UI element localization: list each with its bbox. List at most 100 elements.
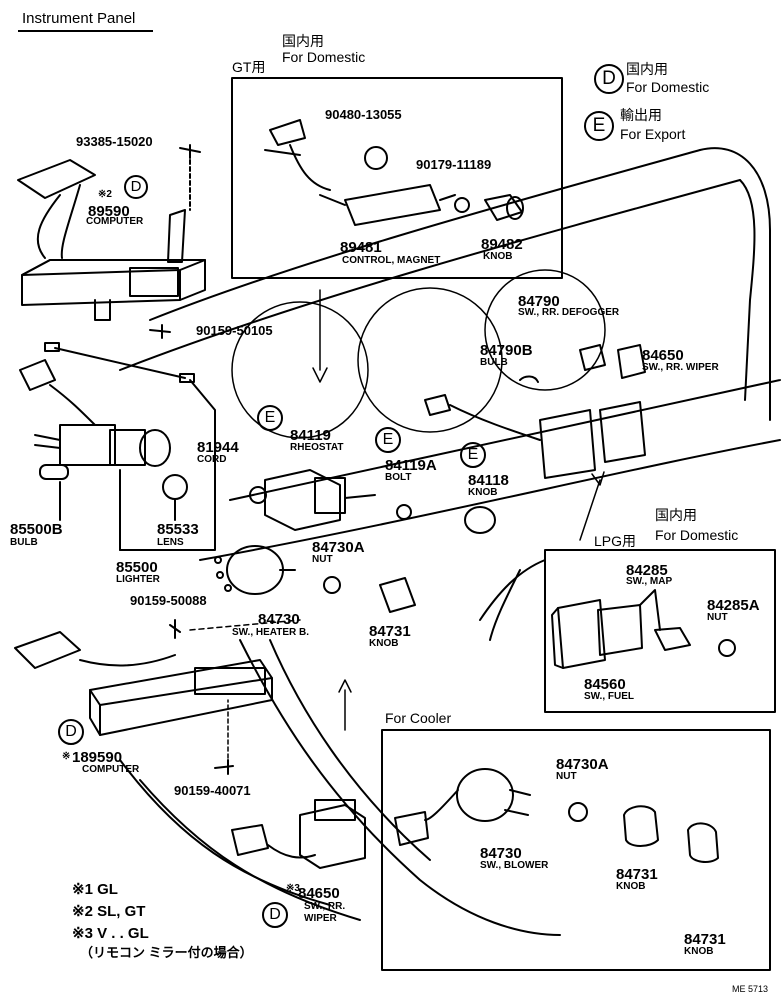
footnote-1: ※1 GL [72,881,118,898]
part-mark: ※2 [98,189,112,200]
part-desc: NUT [707,612,728,623]
part-desc: SW., RR. [304,901,346,912]
title-underline [18,30,153,32]
part-number: 84730A [556,756,609,773]
part-number: 85500 [116,559,158,576]
part-mark: ※3 [286,883,300,894]
rheostat-illustration [249,469,376,531]
part-desc: RHEOSTAT [290,442,344,453]
part-number: 93385-15020 [76,134,153,149]
legend-d-en: For Domestic [626,79,710,95]
screw-90159-50105 [149,324,171,339]
part-number: 84650 [298,885,340,902]
gt-inset-box [231,77,563,279]
lpg-tag: LPG用 [594,533,637,549]
part-number: 81944 [197,439,239,456]
part-desc: BULB [10,537,38,548]
screw-90159-40071 [214,759,234,775]
drawing-id: ME 5713 [732,984,769,994]
part-desc: SW., MAP [626,576,673,587]
part-desc: COMPUTER [86,216,144,227]
part-number: 85500B [10,521,63,538]
legend-d-badge: D [594,64,624,94]
legend-e-badge: E [584,111,614,141]
part-number: 84730A [312,539,365,556]
gt-tag: GT用 [232,59,266,75]
part-number: 84730 [480,845,522,862]
blower-switch-illustration [394,768,719,863]
nut-84730a [323,576,341,594]
rr-wiper-switch-lower [231,799,366,869]
part-number: 89482 [481,236,523,253]
footnote-3: ※3 V . . GL [72,925,149,942]
part-number: 84731 [369,623,411,640]
part-desc: LENS [157,537,184,548]
part-desc: NUT [556,771,577,782]
panel-outline [119,147,781,936]
gauge-outlines [231,269,606,439]
magnet-control-illustration [264,119,524,226]
marker-d-computer-top: D [124,175,148,199]
part-number: 84790B [480,342,533,359]
bolt-84119a [396,504,412,520]
part-mark: ※ [62,751,71,762]
part-desc: NUT [312,554,333,565]
marker-e-knob: E [460,442,486,468]
part-desc: SW., BLOWER [480,860,549,871]
part-desc: CORD [197,454,227,465]
marker-d-computer-lower: D [58,719,84,745]
part-number: 84731 [616,866,658,883]
part-desc-2: WIPER [304,913,337,924]
computer-lower-illustration [14,631,273,736]
screw-90159-50088 [169,619,181,639]
part-number: 89481 [340,239,382,256]
knob-84731 [379,577,416,613]
part-number: 84285 [626,562,668,579]
part-desc: KNOB [684,946,714,957]
lpg-en-label: For Domestic [655,527,739,543]
part-number: 84790 [518,293,560,310]
screw-93385 [179,144,201,159]
marker-d-wiper: D [262,902,288,928]
part-desc: SW., HEATER B. [232,627,310,638]
legend-d-jp: 国内用 [626,61,668,77]
part-desc: KNOB [483,251,513,262]
cooler-inset-box [381,729,771,971]
part-desc: LIGHTER [116,574,160,585]
part-number: 90480-13055 [325,107,402,122]
part-number: 90159-50088 [130,593,207,608]
gt-jp-label: 国内用 [282,33,324,49]
part-number: 84118 [468,472,509,489]
footnote-4: （リモコン ミラー付の場合） [80,945,253,960]
legend-e-en: For Export [620,126,686,142]
gt-en-label: For Domestic [282,49,366,65]
rr-switch-assembly [424,344,646,479]
marker-e-bolt: E [375,427,401,453]
part-number: 89590 [88,203,130,220]
part-number: 84731 [684,931,726,948]
part-desc: SW., RR. WIPER [642,362,719,373]
part-desc: SW., FUEL [584,691,634,702]
part-number: 84560 [584,676,626,693]
part-desc: KNOB [468,487,498,498]
part-number: 90179-11189 [416,157,492,172]
page-title: Instrument Panel [22,10,136,27]
lpg-inset-box [544,549,776,713]
part-desc: BULB [480,357,508,368]
cord-illustration [44,342,216,551]
lpg-switches-illustration [551,589,736,669]
footnote-2: ※2 SL, GT [72,903,146,920]
part-number: 84730 [258,611,300,628]
lighter-illustration [19,359,188,551]
part-number: 84285A [707,597,760,614]
knob-84118 [464,506,496,534]
part-desc: CONTROL, MAGNET [342,255,441,266]
marker-e-rheostat: E [257,405,283,431]
part-number: 84119 [290,427,331,444]
legend-e-jp: 輸出用 [620,107,662,123]
part-number: 85533 [157,521,199,538]
lpg-jp-label: 国内用 [655,507,697,523]
part-desc: KNOB [369,638,399,649]
cooler-title: For Cooler [385,710,452,726]
part-number: 90159-50105 [196,323,273,338]
